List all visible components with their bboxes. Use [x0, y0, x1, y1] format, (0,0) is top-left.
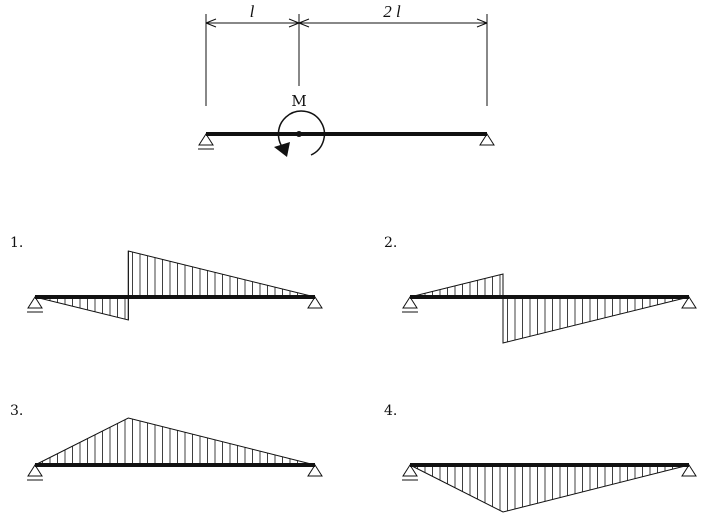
moment-outline: [409, 464, 690, 513]
dim-arrow-left: [205, 18, 217, 28]
dim-arrow-mid-left: [288, 18, 300, 28]
moment-hatching: [42, 252, 306, 320]
support-roller: [307, 296, 323, 309]
option-label: 1.: [10, 235, 23, 251]
dim-label-left: l: [250, 2, 255, 21]
option-3: 3.: [10, 403, 323, 481]
option-4: 4.: [384, 403, 697, 513]
dim-arrow-mid-right: [298, 18, 310, 28]
moment-point: [296, 131, 302, 137]
dim-arrow-right: [476, 18, 488, 28]
option-label: 2.: [384, 235, 397, 251]
option-label: 4.: [384, 403, 397, 419]
moment-outline: [34, 417, 316, 466]
support-roller: [681, 464, 697, 477]
support-pinned: [402, 296, 418, 309]
option-2: 2.: [384, 235, 697, 344]
support-roller: [307, 464, 323, 477]
moment-outline: [409, 273, 690, 344]
dim-label-right: 2 l: [383, 2, 401, 21]
moment-outline: [34, 250, 316, 321]
option-1: 1.: [10, 235, 323, 321]
support-roller: [479, 133, 495, 146]
support-pinned: [27, 464, 43, 477]
moment-arc: [277, 110, 326, 156]
moment-hatching: [42, 419, 306, 465]
option-label: 3.: [10, 403, 23, 419]
moment-arrowhead: [274, 142, 290, 157]
moment-label: M: [291, 92, 306, 110]
moment-hatching: [417, 465, 681, 511]
options-layer: 1. 2. 3. 4.: [10, 235, 697, 513]
support-pinned: [27, 296, 43, 309]
problem-figure: l 2 l M: [198, 2, 495, 157]
support-roller: [681, 296, 697, 309]
support-pinned: [402, 464, 418, 477]
support-pinned: [198, 133, 214, 150]
